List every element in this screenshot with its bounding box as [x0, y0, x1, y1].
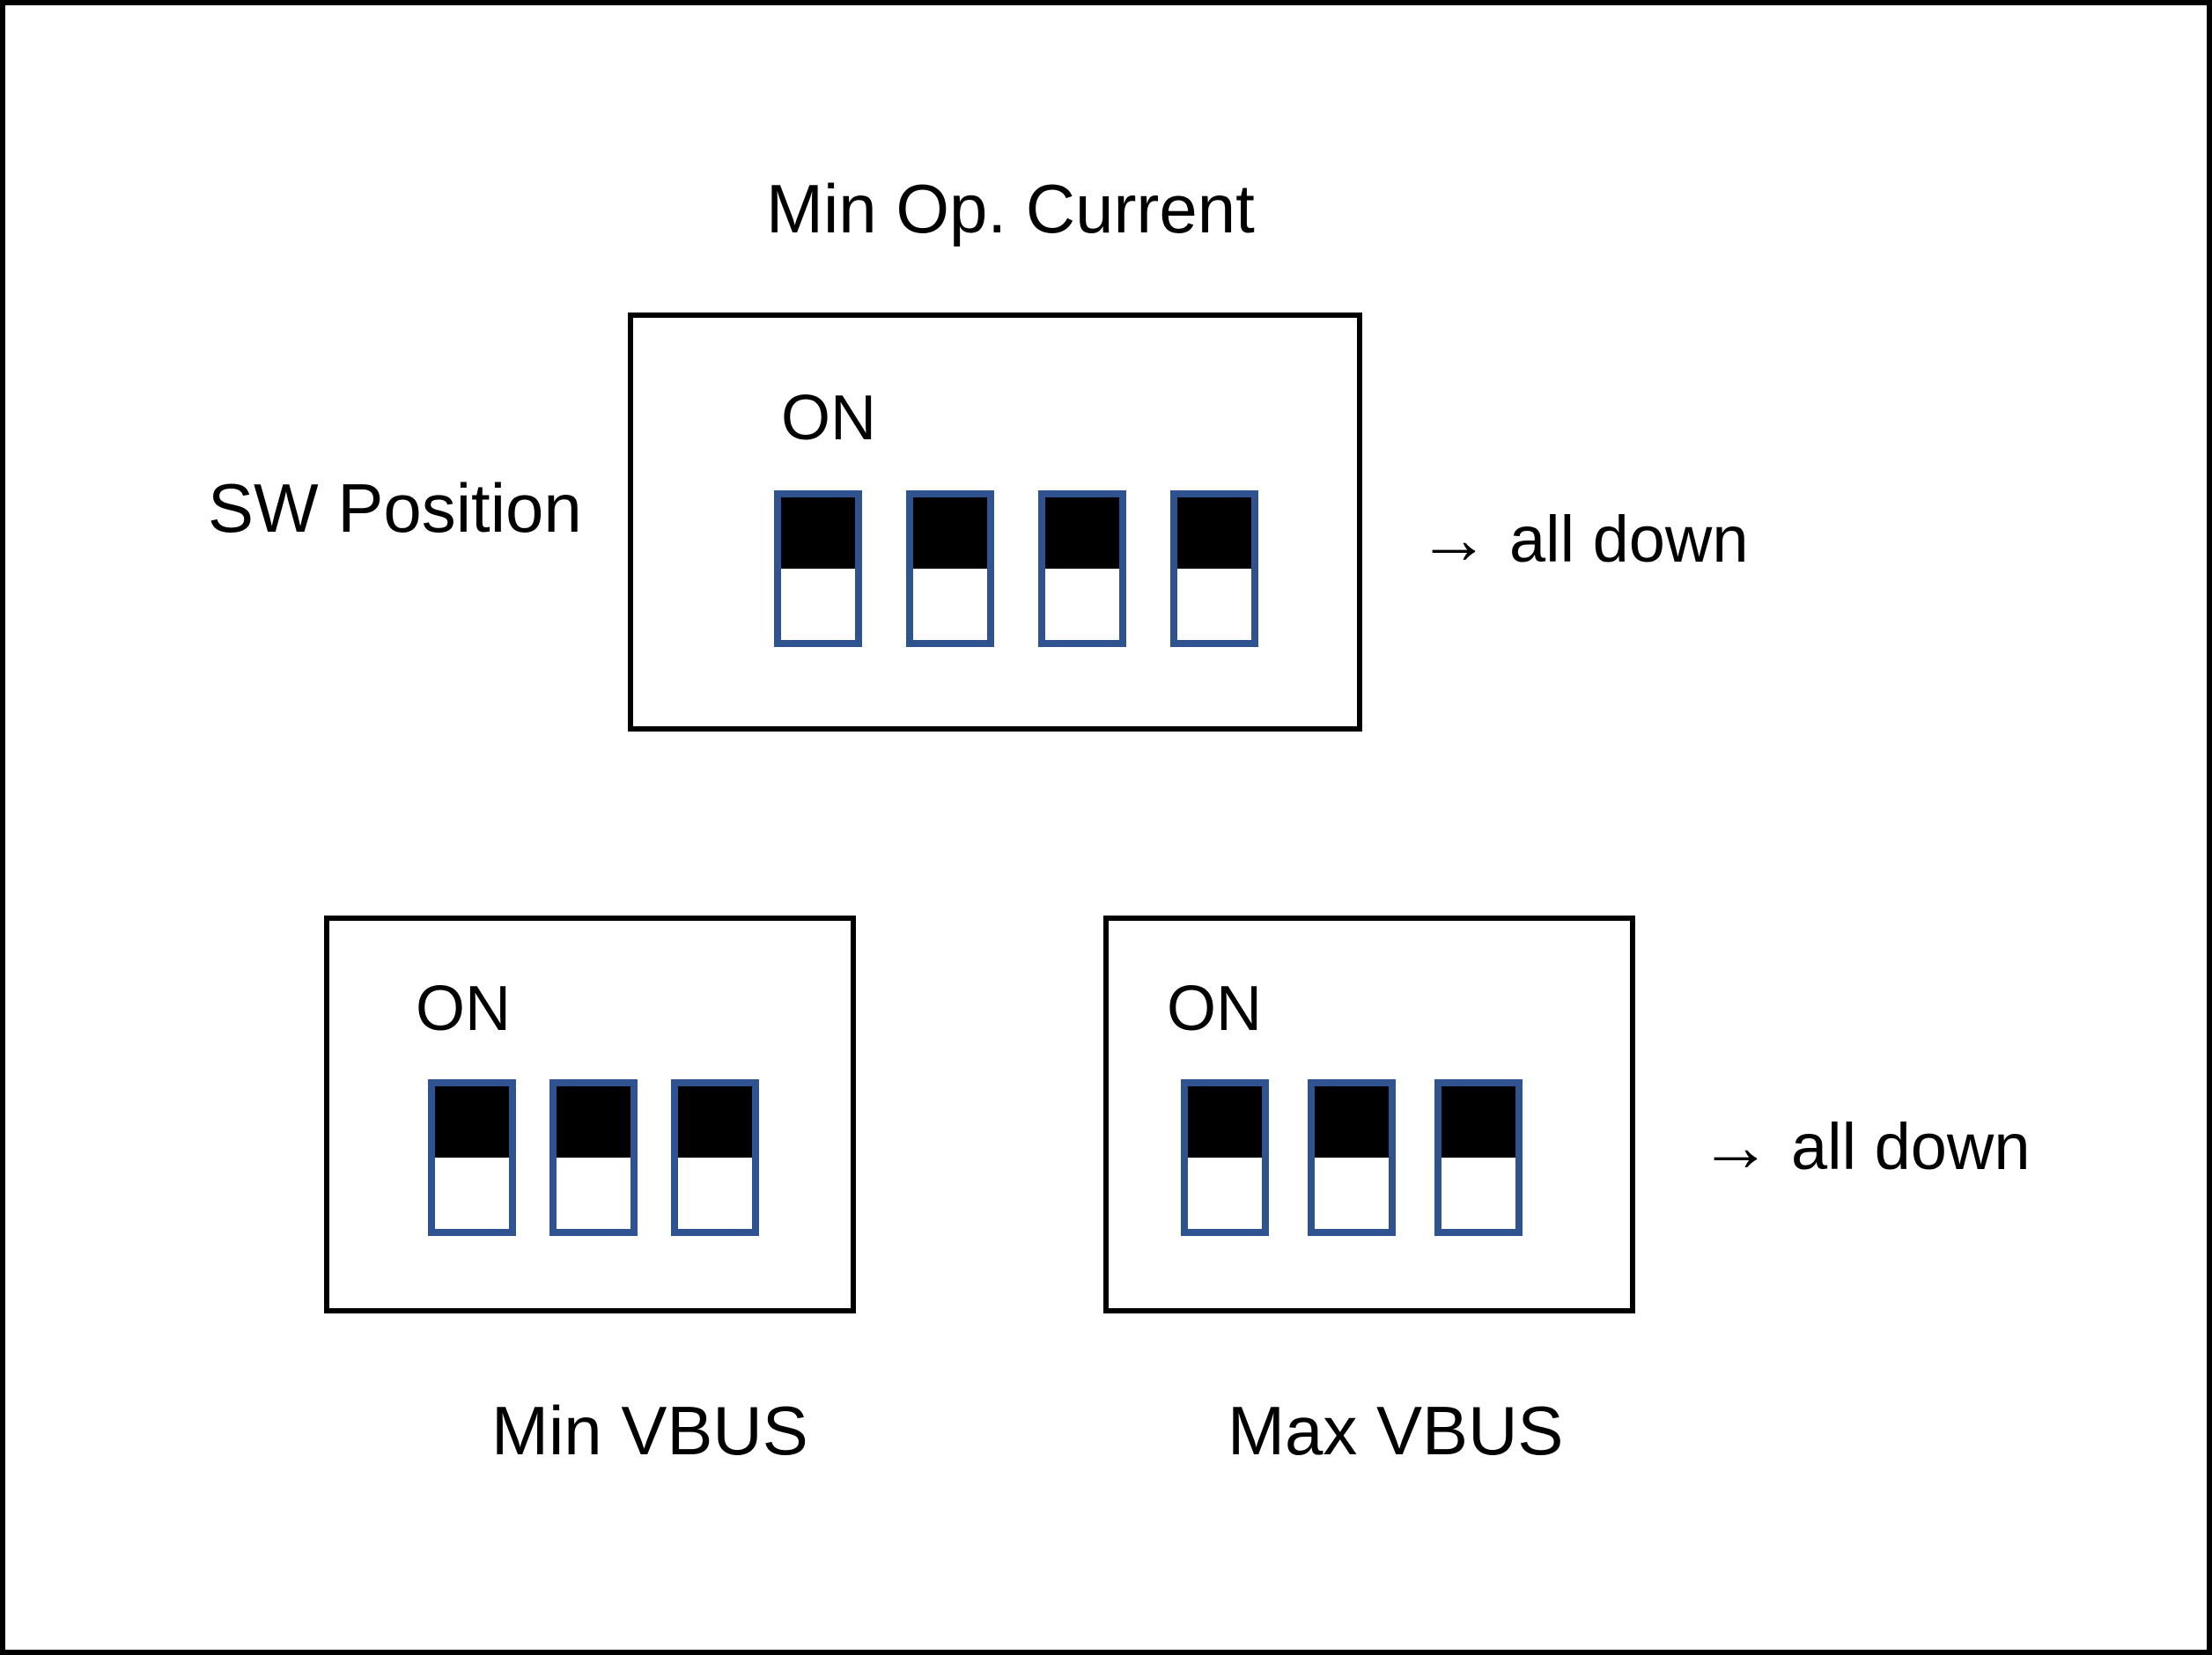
switch-half-top [1045, 497, 1119, 569]
right-arrow-icon: → [1418, 499, 1490, 579]
dip-switch-2[interactable] [549, 1079, 638, 1236]
dip-switch-block-min-op-current: ON [628, 313, 1362, 732]
switch-half-top [678, 1086, 752, 1158]
dip-switch-block-min-vbus: ON [324, 916, 856, 1313]
switch-half-top [1188, 1086, 1262, 1158]
switch-half-bottom [1188, 1158, 1262, 1229]
annotation-min-op-current: → all down [1418, 504, 1749, 576]
dip-switch-1[interactable] [428, 1079, 516, 1236]
switch-half-top [781, 497, 855, 569]
sw-position-label: SW Position [208, 469, 582, 547]
dip-switch-2[interactable] [1308, 1079, 1396, 1236]
page-title: Min Op. Current [766, 170, 1255, 247]
switch-half-bottom [781, 569, 855, 640]
dip-switch-block-max-vbus: ON [1103, 916, 1635, 1313]
switch-half-bottom [1177, 569, 1251, 640]
switch-half-bottom [1315, 1158, 1389, 1229]
dip-switch-2[interactable] [906, 490, 994, 647]
switch-row [774, 490, 1258, 647]
caption-min-vbus: Min VBUS [491, 1392, 808, 1469]
dip-switch-1[interactable] [1181, 1079, 1269, 1236]
dip-switch-3[interactable] [1038, 490, 1126, 647]
on-label: ON [416, 974, 511, 1044]
on-label: ON [1167, 974, 1262, 1044]
annotation-text: all down [1791, 1110, 2031, 1183]
dip-switch-3[interactable] [1434, 1079, 1523, 1236]
switch-half-bottom [913, 569, 987, 640]
switch-half-top [435, 1086, 509, 1158]
switch-half-bottom [1441, 1158, 1515, 1229]
right-arrow-icon: → [1700, 1107, 1772, 1187]
switch-row [1181, 1079, 1523, 1236]
switch-half-bottom [557, 1158, 630, 1229]
caption-max-vbus: Max VBUS [1228, 1392, 1564, 1469]
switch-half-top [1177, 497, 1251, 569]
switch-half-top [1441, 1086, 1515, 1158]
dip-switch-4[interactable] [1170, 490, 1258, 647]
switch-half-top [1315, 1086, 1389, 1158]
on-label: ON [781, 383, 876, 453]
switch-half-top [913, 497, 987, 569]
switch-half-bottom [1045, 569, 1119, 640]
switch-row [428, 1079, 759, 1236]
switch-half-bottom [678, 1158, 752, 1229]
annotation-max-vbus: → all down [1700, 1111, 2031, 1183]
switch-half-top [557, 1086, 630, 1158]
annotation-text: all down [1509, 503, 1749, 576]
dip-switch-3[interactable] [671, 1079, 759, 1236]
switch-half-bottom [435, 1158, 509, 1229]
dip-switch-1[interactable] [774, 490, 862, 647]
